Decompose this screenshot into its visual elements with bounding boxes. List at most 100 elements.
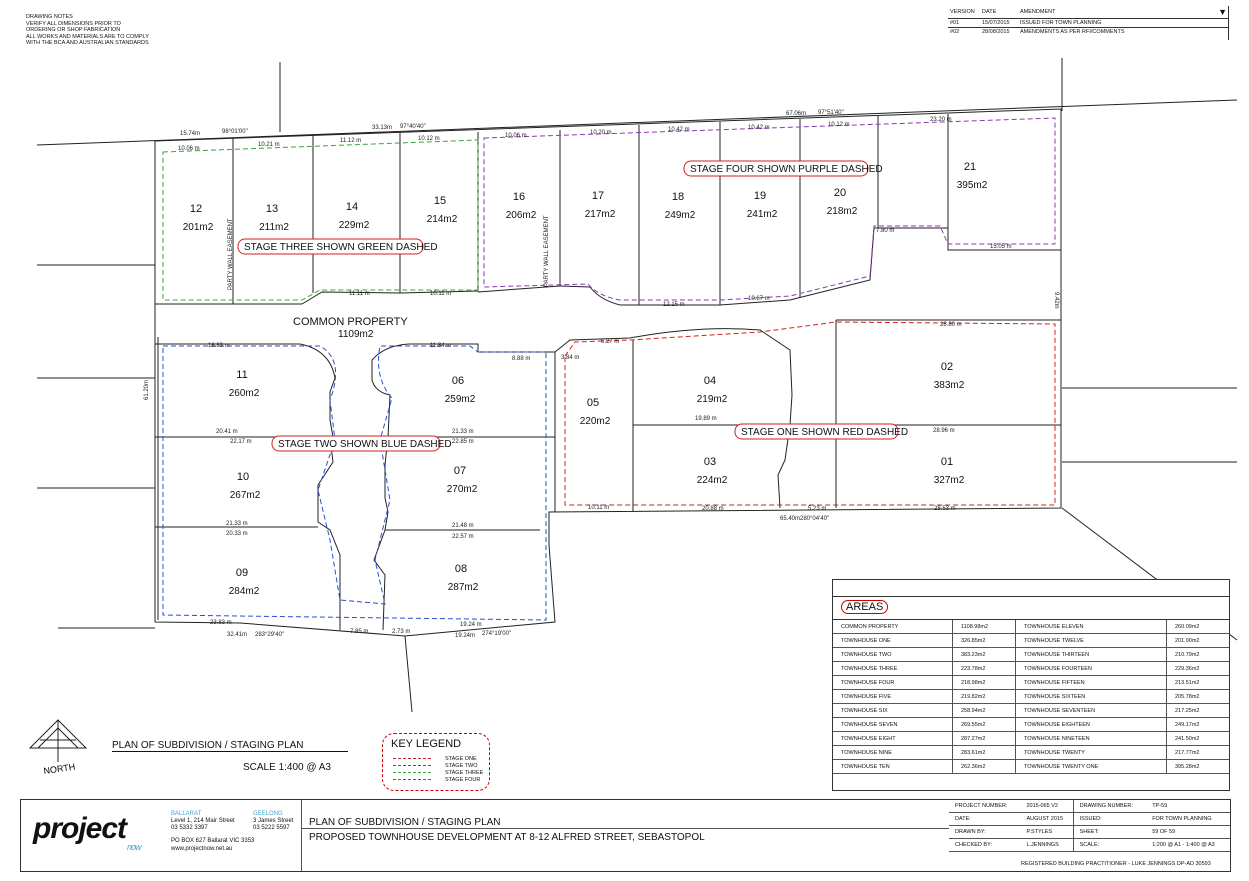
common-property-label: COMMON PROPERTY — [293, 316, 408, 328]
dimension-label: 22.85 m — [452, 439, 474, 445]
dimension-label: 283°29'40" — [255, 632, 284, 638]
lot-area: 220m2 — [580, 416, 611, 427]
dimension-label: 6.27 m — [601, 339, 619, 345]
lot-number: 05 — [587, 397, 599, 409]
dimension-label: 274°19'00" — [482, 631, 511, 637]
rev-header-date: DATE — [982, 9, 997, 15]
lot-area: 395m2 — [957, 180, 988, 191]
dimension-label: 10.12 m — [418, 136, 440, 142]
lot-labels: 12201m213211m214229m215214m216206m217217… — [183, 161, 988, 597]
lot-area: 327m2 — [934, 475, 965, 486]
lot-number: 13 — [266, 203, 278, 215]
dimension-label: 21.33 m — [452, 429, 474, 435]
lot-number: 15 — [434, 195, 446, 207]
lot-area: 287m2 — [448, 582, 479, 593]
po-box: PO BOX 627 Ballarat VIC 3353 — [171, 838, 255, 844]
dimension-label: 11.11 m — [349, 291, 370, 297]
dimension-label: 10.20 m — [590, 130, 612, 136]
plan-scale: SCALE 1:400 @ A3 — [243, 762, 331, 773]
legend-item: STAGE FOUR — [393, 777, 480, 783]
dimension-label: 10.06 m — [505, 133, 527, 139]
lot-number: 18 — [672, 191, 684, 203]
lot-area: 206m2 — [506, 210, 537, 221]
lot-area: 241m2 — [747, 209, 778, 220]
lot-number: 20 — [834, 187, 846, 199]
dimension-label: 97°40'40" — [400, 124, 426, 130]
lot-number: 01 — [941, 456, 953, 468]
website-link[interactable]: www.projectnow.net.au — [171, 846, 233, 852]
dimension-label: 19.89 m — [695, 416, 717, 422]
lot-area: 260m2 — [229, 388, 260, 399]
lot-number: 04 — [704, 375, 716, 387]
dimension-label: 5.23 m — [808, 506, 826, 512]
drawing-notes: DRAWING NOTES VERIFY ALL DIMENSIONS PRIO… — [26, 14, 176, 47]
notes-line: ALL WORKS AND MATERIALS ARE TO COMPLY — [26, 33, 149, 40]
geelong-address: GEELONG 3 James Street 03 5222 5597 — [253, 811, 294, 831]
dimension-label: 10.06 m — [178, 146, 200, 152]
lot-number: 06 — [452, 375, 464, 387]
legend-item: STAGE THREE — [393, 770, 483, 776]
ballarat-address: BALLARAT Level 1, 214 Mair Street 03 533… — [171, 811, 235, 831]
lot-number: 11 — [236, 369, 247, 381]
dimension-label: 32.41m — [227, 632, 247, 638]
dimension-label: 10.42 m — [748, 125, 770, 131]
lot-number: 19 — [754, 190, 766, 202]
dimension-label: 9.42m — [1053, 292, 1059, 309]
common-property-area: 1109m2 — [338, 329, 374, 340]
dimension-label: 10.42 m — [668, 127, 690, 133]
dimension-label: 18.83 m — [208, 343, 230, 349]
stage-three-label: STAGE THREE SHOWN GREEN DASHED — [244, 242, 438, 253]
notes-line: ORDERING OR SHOP FABRICATION — [26, 27, 121, 33]
dimension-label: 22.57 m — [452, 534, 474, 540]
lot-number: 17 — [592, 190, 604, 202]
areas-title: AREAS — [841, 600, 889, 614]
easement-label: PARTY WALL EASEMENT — [228, 218, 234, 290]
dimension-label: 20.88 m — [702, 506, 724, 512]
key-legend: KEY LEGEND STAGE ONE STAGE TWO STAGE THR… — [382, 733, 490, 791]
dimension-label: 19.24m — [455, 633, 475, 639]
lot-area: 229m2 — [339, 220, 370, 231]
lot-area: 267m2 — [230, 490, 261, 501]
lot-area: 218m2 — [827, 206, 858, 217]
dimension-label: 20.41 m — [216, 429, 238, 435]
dimension-label: 65.40m — [780, 516, 800, 522]
stage-one-label: STAGE ONE SHOWN RED DASHED — [741, 427, 908, 438]
dimension-label: 15.05 m — [990, 244, 1012, 250]
dimension-label: 280°04'40" — [800, 516, 829, 522]
lot-number: 16 — [513, 191, 525, 203]
stage-two-label: STAGE TWO SHOWN BLUE DASHED — [278, 439, 452, 450]
rev-header-amendment: AMENDMENT — [1020, 9, 1056, 15]
dimension-label: 12.15 m — [663, 302, 685, 308]
rev-row: #02 28/08/2015 AMENDMENTS AS PER RFI/COM… — [948, 27, 1229, 36]
lot-area: 259m2 — [445, 394, 476, 405]
plan-title: PLAN OF SUBDIVISION / STAGING PLAN — [112, 740, 348, 752]
dimension-label: 10.21 m — [258, 142, 280, 148]
dimension-label: 10.67 m — [748, 296, 770, 302]
dimension-label: 28.96 m — [933, 428, 955, 434]
lot-area: 383m2 — [934, 380, 965, 391]
lot-area: 214m2 — [427, 214, 458, 225]
dimension-label: 11.84 m — [430, 343, 451, 349]
dimension-label: 97°51'40" — [818, 110, 844, 116]
lot-area: 224m2 — [697, 475, 728, 486]
notes-line: WITH THE BCA AND AUSTRALIAN STANDARDS — [26, 40, 149, 46]
dropdown-triangle-icon[interactable]: ▼ — [1218, 7, 1227, 17]
lot-number: 03 — [704, 456, 716, 468]
dimension-label: 67.06m — [786, 111, 806, 117]
dimension-label: 7.85 m — [350, 629, 368, 635]
